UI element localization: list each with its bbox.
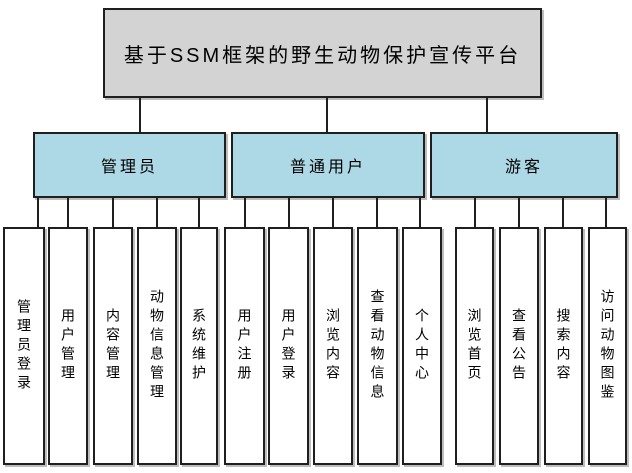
leaf-label: 查看公告 [511, 308, 527, 384]
connector-root-visitor [486, 98, 488, 132]
leaf-label: 浏览首页 [466, 308, 483, 384]
leaf-system-maintenance: 系统维护 [180, 227, 218, 465]
connector-root-regular-user [326, 98, 328, 132]
leaf-label: 个人中心 [414, 308, 430, 384]
leaf-label: 搜索内容 [555, 308, 572, 384]
connector-user-management [67, 198, 69, 227]
connector-personal-center [419, 198, 421, 227]
leaf-user-management: 用户管理 [48, 227, 88, 465]
connector-system-maintenance [198, 198, 200, 227]
leaf-view-announcements: 查看公告 [499, 227, 539, 465]
leaf-browse-homepage: 浏览首页 [455, 227, 494, 465]
connector-content-management [112, 198, 114, 227]
leaf-label: 查看动物信息 [369, 289, 386, 403]
group-box-regular-user: 普通用户 [231, 132, 425, 198]
leaf-label: 系统维护 [191, 308, 207, 384]
connector-view-animal-info [376, 198, 378, 227]
leaf-label: 内容管理 [105, 308, 121, 384]
group-box-visitor: 游客 [430, 132, 618, 198]
connector-browse-content [332, 198, 334, 227]
group-box-admin: 管理员 [33, 132, 226, 198]
connector-visit-animal-encyclopedia [605, 198, 607, 227]
leaf-label: 动物信息管理 [149, 289, 165, 403]
leaf-admin-login: 管理员登录 [3, 227, 45, 465]
leaf-user-register: 用户注册 [224, 227, 265, 465]
connector-root-admin [139, 98, 141, 132]
leaf-label: 浏览内容 [325, 308, 341, 384]
group-label: 普通用户 [289, 159, 366, 176]
connector-search-content [562, 198, 564, 227]
leaf-personal-center: 个人中心 [402, 227, 442, 465]
connector-view-announcements [518, 198, 520, 227]
root-box-platform-title: 基于SSM框架的野生动物保护宣传平台 [103, 8, 542, 98]
leaf-view-animal-info: 查看动物信息 [357, 227, 398, 465]
leaf-content-management: 内容管理 [93, 227, 133, 465]
group-label: 游客 [504, 159, 543, 176]
connector-user-login [288, 198, 290, 227]
leaf-label: 用户注册 [236, 308, 253, 384]
connector-user-register [244, 198, 246, 227]
connector-browse-homepage [474, 198, 476, 227]
connector-admin-login [37, 198, 39, 227]
leaf-label: 访问动物图鉴 [599, 289, 616, 403]
leaf-user-login: 用户登录 [268, 227, 309, 465]
leaf-browse-content: 浏览内容 [313, 227, 353, 465]
connector-animal-info-management [156, 198, 158, 227]
leaf-search-content: 搜索内容 [544, 227, 583, 465]
leaf-label: 用户管理 [60, 308, 76, 384]
group-label: 管理员 [100, 159, 158, 176]
page-title: 基于SSM框架的野生动物保护宣传平台 [123, 44, 522, 67]
leaf-animal-info-management: 动物信息管理 [137, 227, 177, 465]
leaf-visit-animal-encyclopedia: 访问动物图鉴 [588, 227, 627, 465]
leaf-label: 用户登录 [280, 308, 297, 384]
leaf-label: 管理员登录 [16, 298, 32, 394]
